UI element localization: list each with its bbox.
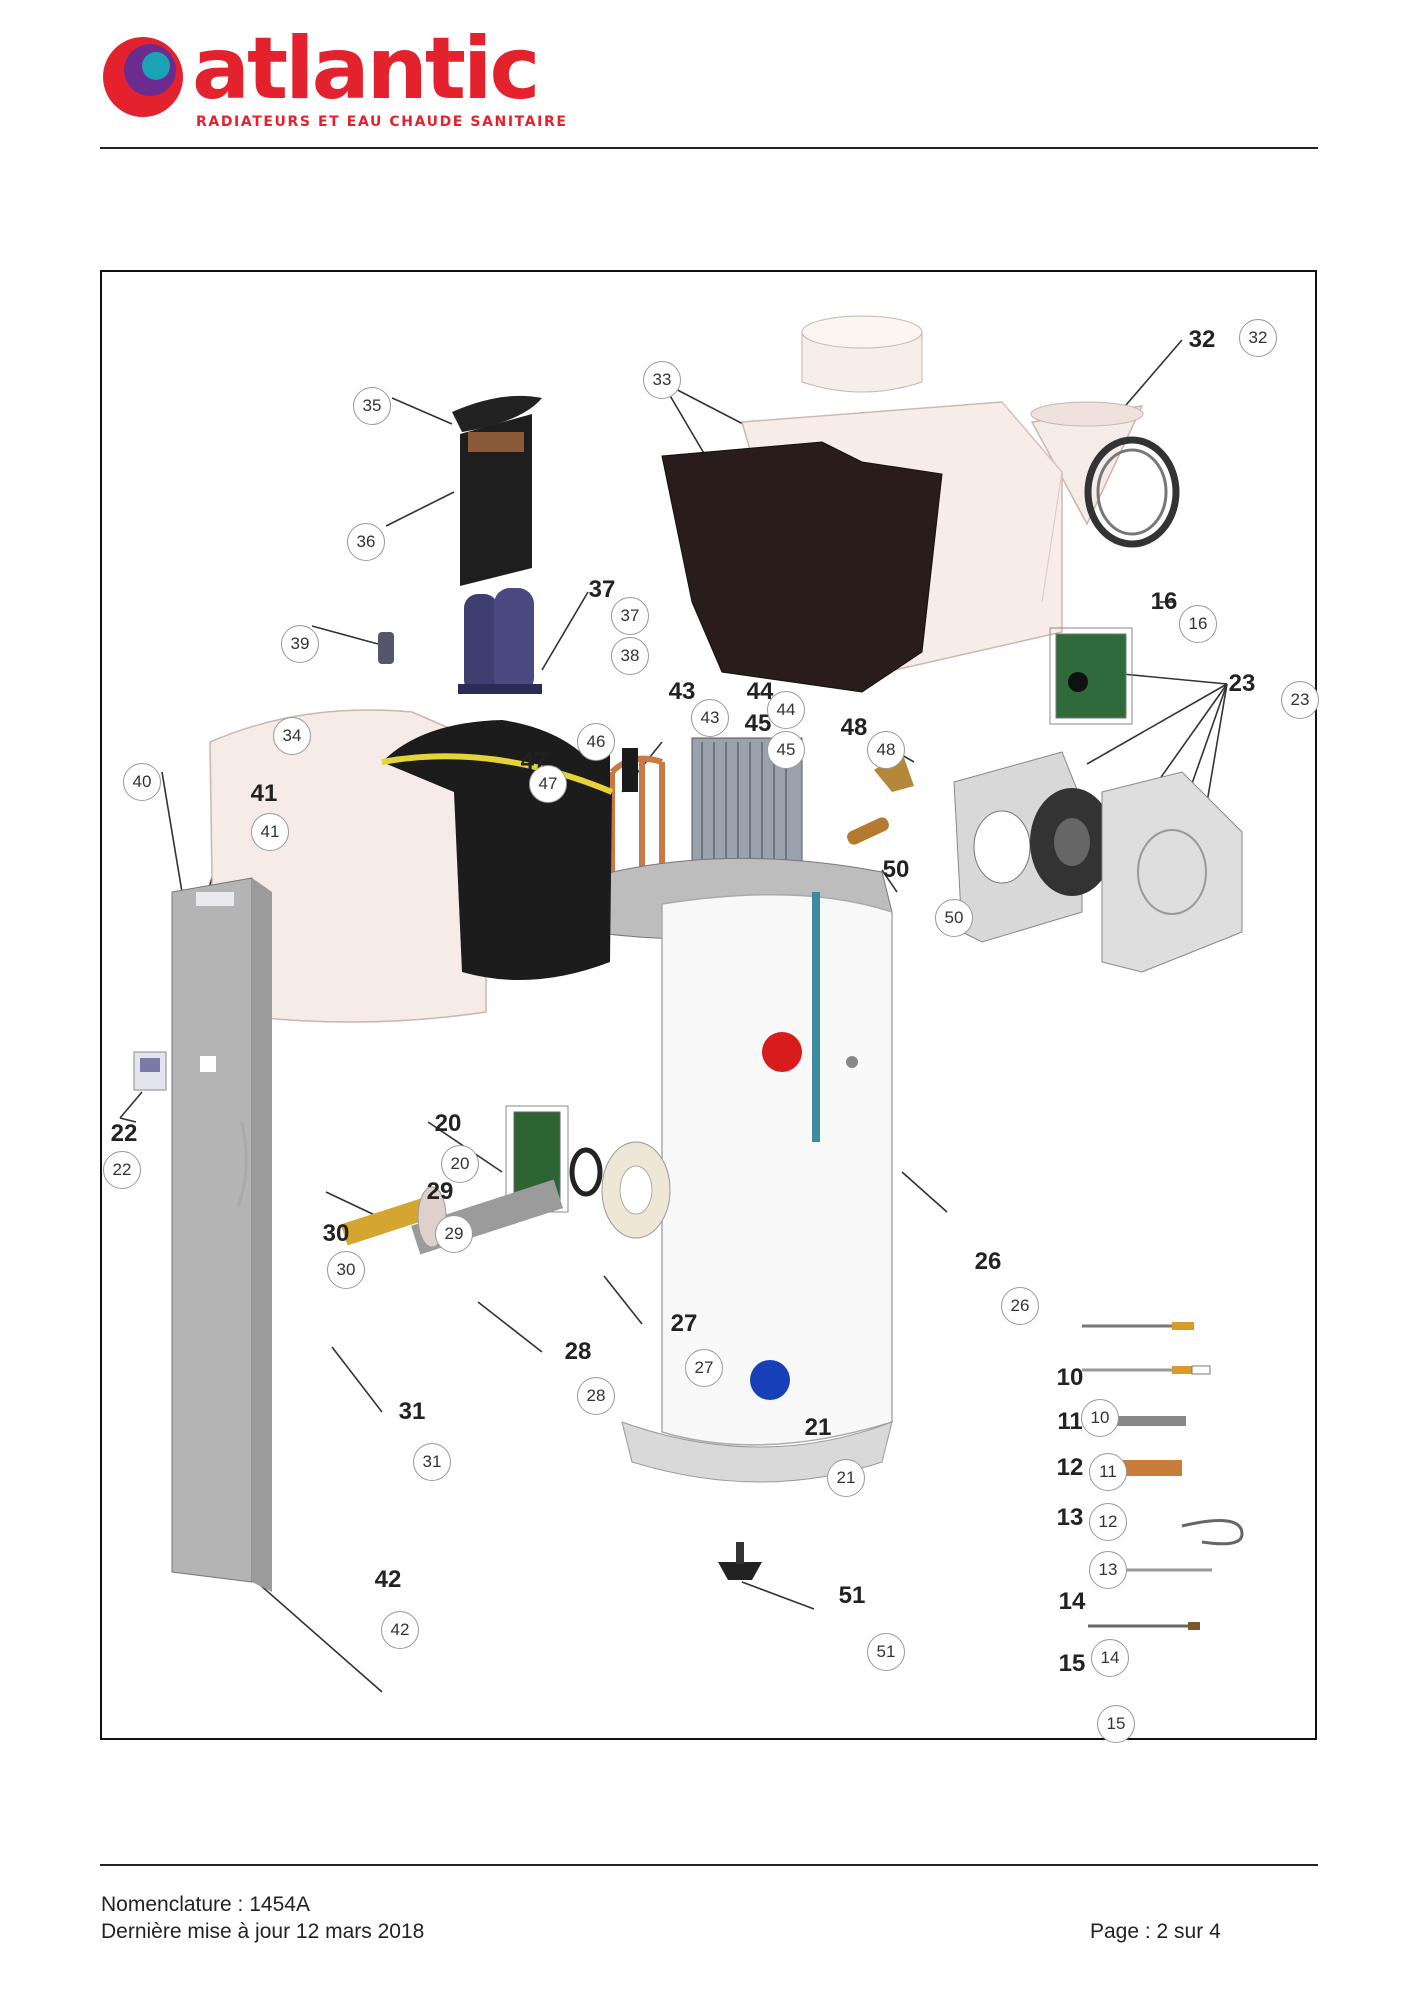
callout-13: 13: [1089, 1551, 1127, 1589]
part-label-29: 29: [426, 1178, 454, 1205]
part-label-27: 27: [670, 1310, 698, 1337]
part-label-23: 23: [1228, 670, 1256, 697]
callout-41: 41: [251, 813, 289, 851]
callout-33: 33: [643, 361, 681, 399]
water-tank-body: [621, 893, 893, 1483]
brand-logo: atlantic RADIATEURS ET EAU CHAUDE SANITA…: [98, 26, 566, 138]
callout-23: 23: [1281, 681, 1319, 719]
callout-10: 10: [1081, 1399, 1119, 1437]
callout-38: 38: [611, 637, 649, 675]
part-label-51: 51: [838, 1582, 866, 1609]
part-label-10: 10: [1056, 1364, 1084, 1391]
callout-42: 42: [381, 1611, 419, 1649]
part-label-13: 13: [1056, 1504, 1084, 1531]
callout-15: 15: [1097, 1705, 1135, 1743]
callout-26: 26: [1001, 1287, 1039, 1325]
callout-30: 30: [327, 1251, 365, 1289]
callout-22: 22: [103, 1151, 141, 1189]
callout-48: 48: [867, 731, 905, 769]
logo-wordmark: atlantic: [192, 19, 540, 119]
part-label-50: 50: [882, 856, 910, 883]
part-label-30: 30: [322, 1220, 350, 1247]
part-label-20: 20: [434, 1110, 462, 1137]
callout-29: 29: [435, 1215, 473, 1253]
callout-40: 40: [123, 763, 161, 801]
part-label-32: 32: [1188, 326, 1216, 353]
callout-31: 31: [413, 1443, 451, 1481]
exploded-diagram-frame: 32 16 23 37 43 44 45 48 41 47 50 20 22 2…: [100, 270, 1319, 1743]
header-divider: [100, 147, 1318, 149]
callout-37: 37: [611, 597, 649, 635]
callout-16: 16: [1179, 605, 1217, 643]
callout-47: 47: [529, 765, 567, 803]
atlantic-logo-mark-icon: [103, 37, 183, 117]
gasket-ring-part: [1084, 436, 1180, 548]
callout-39: 39: [281, 625, 319, 663]
part-label-21: 21: [804, 1414, 832, 1441]
part-label-11: 11: [1057, 1408, 1083, 1435]
compressor-part: [458, 588, 542, 694]
footer-divider: [100, 1864, 1318, 1866]
callout-28: 28: [577, 1377, 615, 1415]
part-label-16: 16: [1150, 588, 1178, 615]
callout-27: 27: [685, 1349, 723, 1387]
callout-45: 45: [767, 731, 805, 769]
fan-housing-part: [953, 751, 1243, 973]
logo-tagline: RADIATEURS ET EAU CHAUDE SANITAIRE: [196, 114, 568, 130]
part-label-26: 26: [974, 1248, 1002, 1275]
exploded-view-illustration: [119, 315, 1244, 1693]
part-label-42: 42: [374, 1566, 402, 1593]
part-label-37: 37: [588, 576, 616, 603]
callout-43: 43: [691, 699, 729, 737]
part-label-15: 15: [1058, 1650, 1086, 1677]
callout-50: 50: [935, 899, 973, 937]
part-label-31: 31: [398, 1398, 426, 1425]
part-label-22: 22: [110, 1120, 138, 1147]
callout-36: 36: [347, 523, 385, 561]
page-number: Page : 2 sur 4: [1090, 1920, 1221, 1943]
callout-11: 11: [1089, 1453, 1127, 1491]
part-label-14: 14: [1058, 1588, 1086, 1615]
part-label-41: 41: [250, 780, 278, 807]
callout-14: 14: [1091, 1639, 1129, 1677]
callout-20: 20: [441, 1145, 479, 1183]
side-column-part: [171, 877, 272, 1592]
callout-12: 12: [1089, 1503, 1127, 1541]
part-label-28: 28: [564, 1338, 592, 1365]
callout-21: 21: [827, 1459, 865, 1497]
callout-35: 35: [353, 387, 391, 425]
part-label-12: 12: [1056, 1454, 1084, 1481]
part-label-43: 43: [668, 678, 696, 705]
part-label-45: 45: [744, 710, 772, 737]
callout-34: 34: [273, 717, 311, 755]
callout-44: 44: [767, 691, 805, 729]
callout-32: 32: [1239, 319, 1277, 357]
last-updated-text: Dernière mise à jour 12 mars 2018: [101, 1920, 425, 1943]
nomenclature-text: Nomenclature : 1454A: [101, 1893, 310, 1916]
callout-51: 51: [867, 1633, 905, 1671]
cable-set-parts: [1082, 1322, 1244, 1630]
callout-46: 46: [577, 723, 615, 761]
part-label-48: 48: [840, 714, 868, 741]
